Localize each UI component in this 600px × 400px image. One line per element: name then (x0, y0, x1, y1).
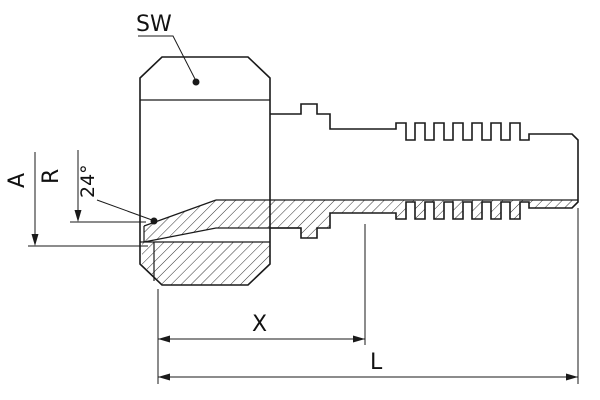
dimension-r: R (39, 150, 146, 223)
sw-leader-line (138, 35, 196, 80)
body-and-barb-profile (270, 103, 579, 239)
dim-a-arrowhead (31, 234, 39, 246)
hex-nut-outline (139, 56, 271, 286)
dim-x-arrow-left (158, 335, 170, 343)
wrench-size-label: SW (136, 12, 172, 37)
dimension-a: A (5, 152, 148, 247)
dim-l-arrow-left (158, 373, 170, 381)
dim-l-label: L (370, 350, 383, 375)
dimension-x: X (157, 224, 366, 384)
dim-r-arrowhead (74, 210, 82, 222)
dim-a-label: A (5, 173, 30, 188)
nut-section-hatch (142, 242, 270, 285)
cone-nose-line (143, 227, 301, 243)
callout-cone-angle: 24° (77, 164, 158, 225)
dimension-l: L (158, 208, 579, 384)
dim-r-label: R (39, 169, 64, 184)
cone-angle-dot (150, 217, 158, 225)
cone-angle-leader (96, 199, 153, 221)
nipple-section-hatch (144, 200, 578, 242)
dim-l-arrow-right (566, 373, 578, 381)
fitting-outline (139, 56, 579, 286)
section-hatch (142, 200, 578, 285)
dim-x-arrow-right (353, 335, 365, 343)
sw-leader-dot (192, 78, 200, 86)
cone-angle-label: 24° (77, 164, 99, 198)
callout-sw: SW (136, 12, 200, 86)
dim-x-label: X (252, 312, 267, 337)
